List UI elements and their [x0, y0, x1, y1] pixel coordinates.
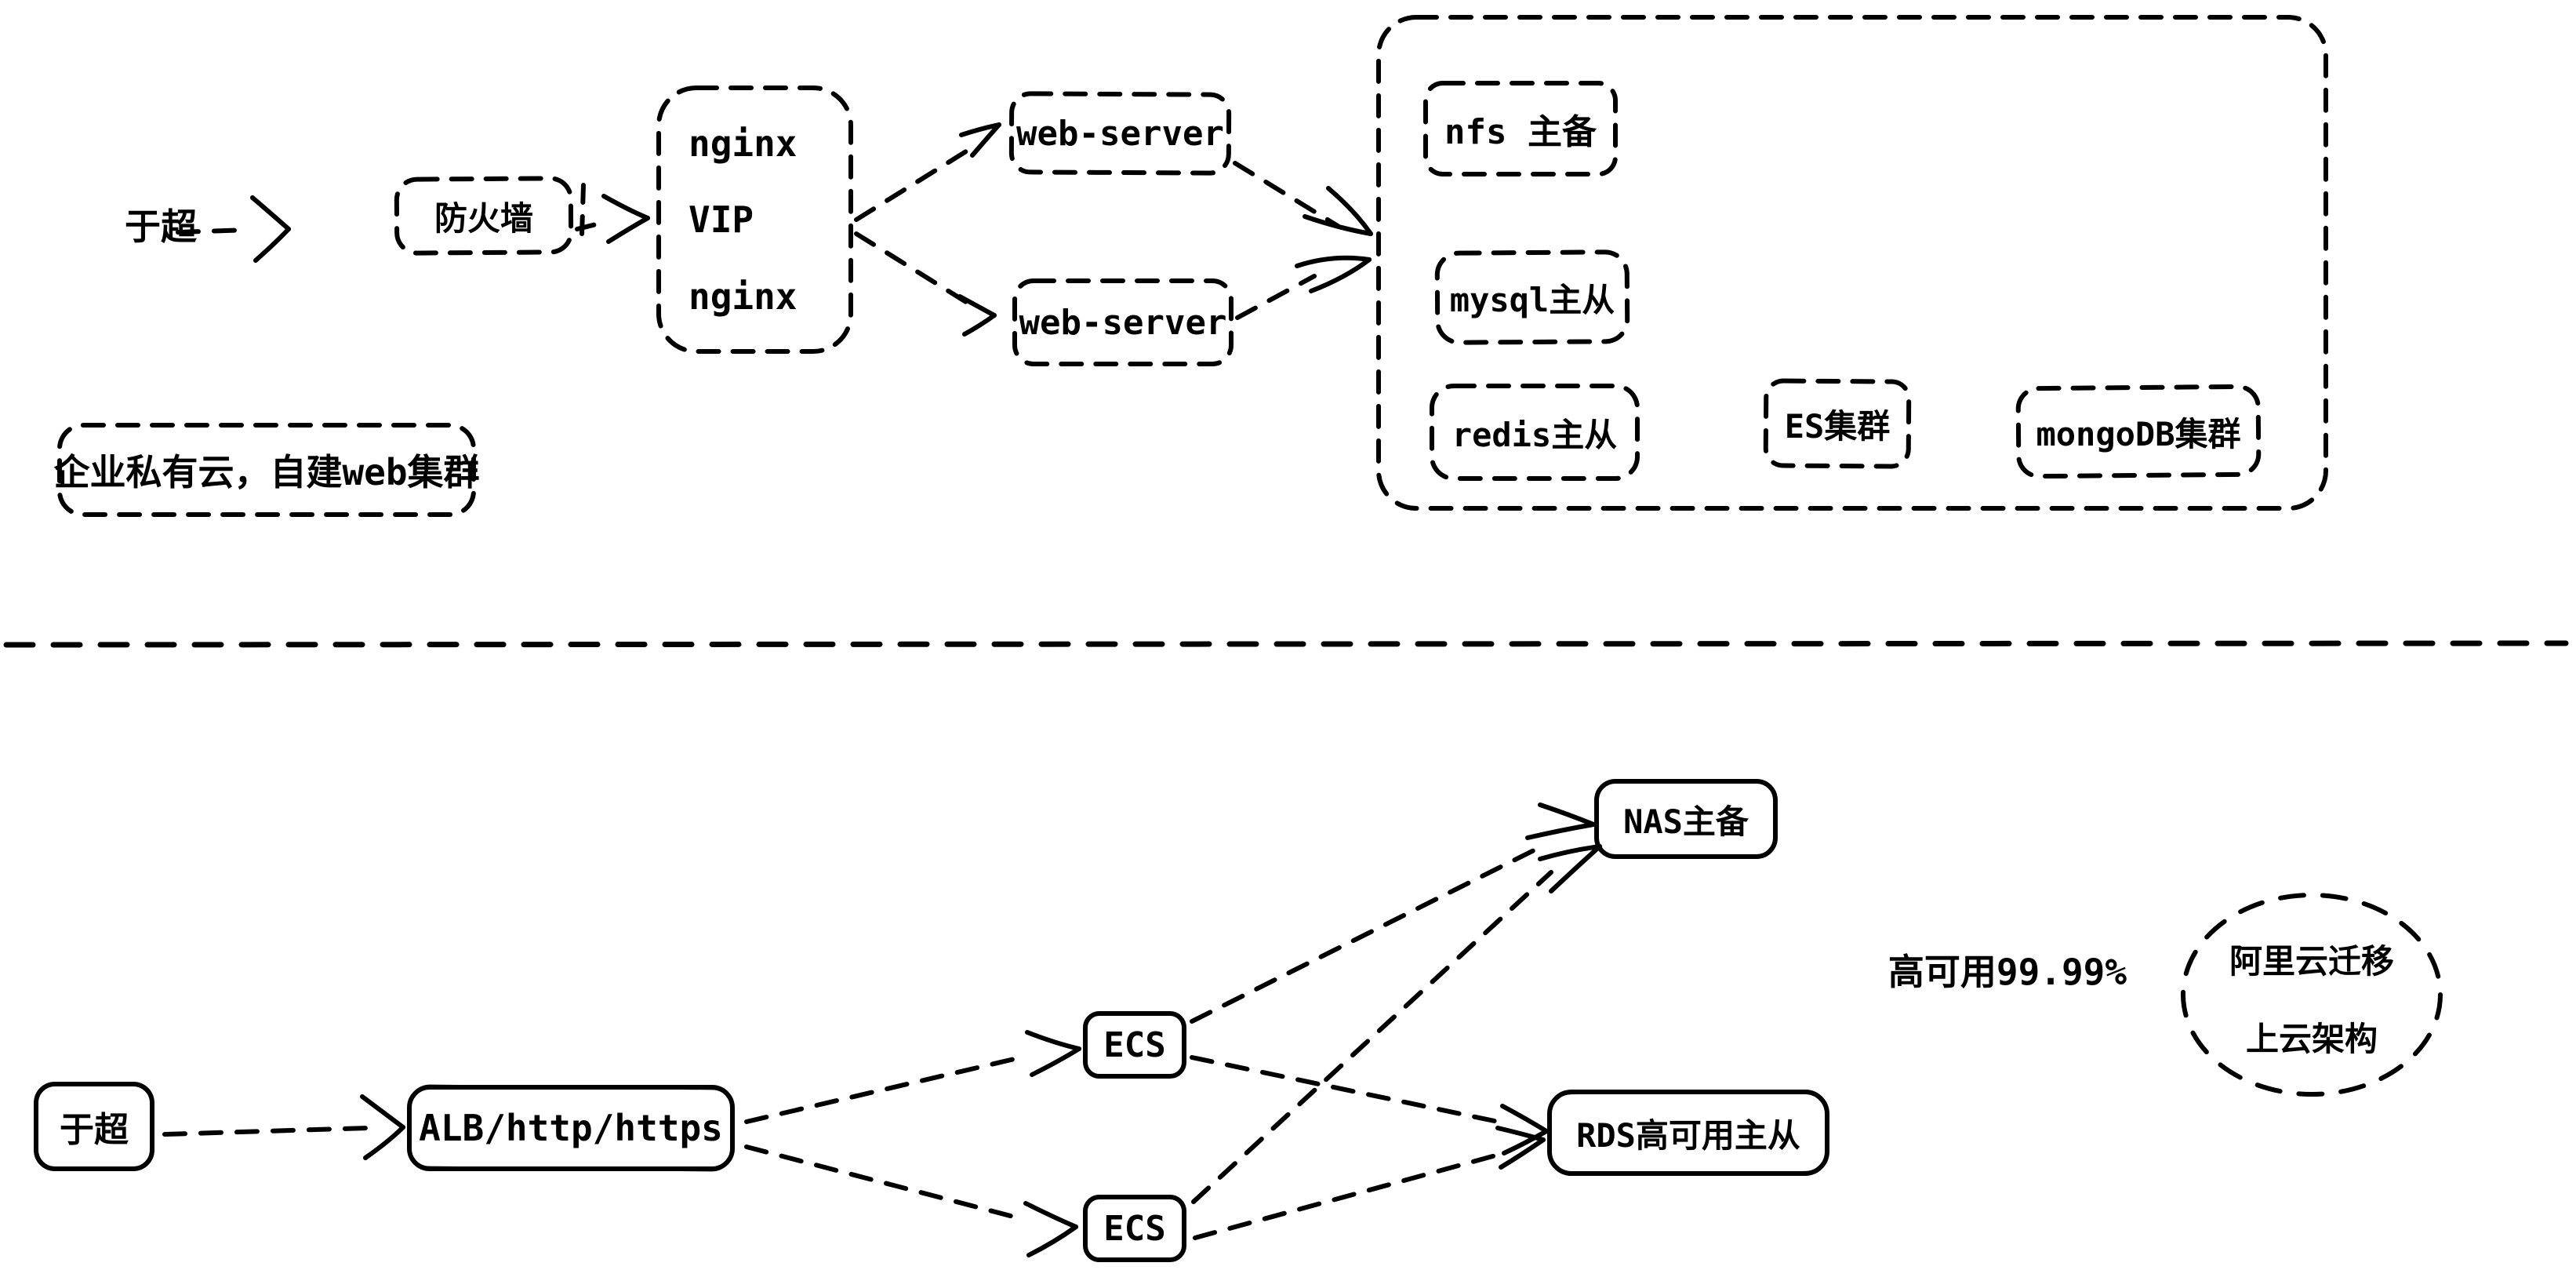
- nginx-line-1: nginx: [689, 122, 798, 165]
- arrow-actor-to-alb: [162, 1094, 405, 1160]
- arrow-web-server-2-to-cluster: [1235, 255, 1372, 320]
- nginx-vip-box[interactable]: [656, 86, 853, 354]
- web-server-1-box[interactable]: [1008, 91, 1232, 176]
- arrow-ecs-1-to-rds: [1190, 1055, 1549, 1155]
- alb-label: ALB/http/https: [419, 1107, 723, 1149]
- nas-box[interactable]: [1594, 779, 1778, 859]
- mysql-label: mysql主从: [1449, 280, 1615, 319]
- arrow-alb-to-ecs-1: [744, 1030, 1081, 1124]
- actor-top-label: 于超: [125, 206, 197, 248]
- nfs-label: nfs 主备: [1444, 112, 1597, 152]
- web-server-1-label: web-server: [1016, 113, 1224, 154]
- vip-line: VIP: [689, 198, 754, 241]
- redis-box[interactable]: [1430, 384, 1640, 481]
- private-cloud-caption-box[interactable]: [57, 423, 476, 517]
- web-server-2-box[interactable]: [1012, 278, 1234, 366]
- firewall-label: 防火墙: [434, 198, 533, 238]
- arrow-ecs-2-to-rds: [1193, 1126, 1546, 1240]
- arrow-actor-to-firewall: [176, 195, 291, 263]
- cloud-note-line-2: 上云架构: [2245, 1020, 2378, 1058]
- ecs-1-box[interactable]: [1083, 1011, 1186, 1079]
- arrow-nginx-to-web-server-2: [854, 231, 997, 337]
- backend-cluster-box[interactable]: [1376, 15, 2328, 511]
- nas-label: NAS主备: [1623, 802, 1749, 841]
- alb-box[interactable]: [407, 1084, 735, 1172]
- cloud-migration-note: 阿里云迁移 上云架构: [2186, 935, 2437, 1061]
- arrow-ecs-2-to-nas: [1191, 844, 1602, 1204]
- firewall-box[interactable]: [394, 176, 574, 256]
- arrow-alb-to-ecs-2: [744, 1144, 1078, 1257]
- arrow-ecs-1-to-nas: [1190, 802, 1596, 1024]
- mongodb-box[interactable]: [2015, 384, 2262, 479]
- es-label: ES集群: [1784, 406, 1891, 446]
- availability-note: 高可用99.99%: [1887, 951, 2127, 993]
- section-divider: [3, 640, 2569, 648]
- redis-label: redis主从: [1451, 415, 1618, 454]
- rds-label: RDS高可用主从: [1576, 1115, 1800, 1155]
- arrow-nginx-to-web-server-1: [854, 122, 1001, 222]
- es-box[interactable]: [1763, 378, 1912, 469]
- web-server-2-label: web-server: [1019, 302, 1227, 343]
- private-cloud-caption: 企业私有云，自建web集群: [53, 451, 480, 493]
- nginx-vip-stack: nginx VIP nginx: [659, 88, 851, 351]
- rds-box[interactable]: [1547, 1089, 1829, 1177]
- ecs-1-label: ECS: [1103, 1024, 1166, 1065]
- arrow-firewall-to-nginx: [575, 183, 650, 244]
- arrow-web-server-1-to-cluster: [1233, 161, 1373, 236]
- actor-bottom-box[interactable]: [34, 1082, 154, 1171]
- actor-bottom-label: 于超: [60, 1110, 129, 1150]
- cloud-migration-circle[interactable]: [2181, 893, 2443, 1097]
- nginx-line-2: nginx: [689, 275, 798, 318]
- mysql-box[interactable]: [1434, 249, 1630, 345]
- ecs-2-box[interactable]: [1083, 1195, 1186, 1262]
- ecs-2-label: ECS: [1103, 1208, 1166, 1249]
- mongodb-label: mongoDB集群: [2036, 414, 2241, 453]
- cloud-note-line-1: 阿里云迁移: [2229, 942, 2394, 981]
- nfs-box[interactable]: [1423, 81, 1618, 176]
